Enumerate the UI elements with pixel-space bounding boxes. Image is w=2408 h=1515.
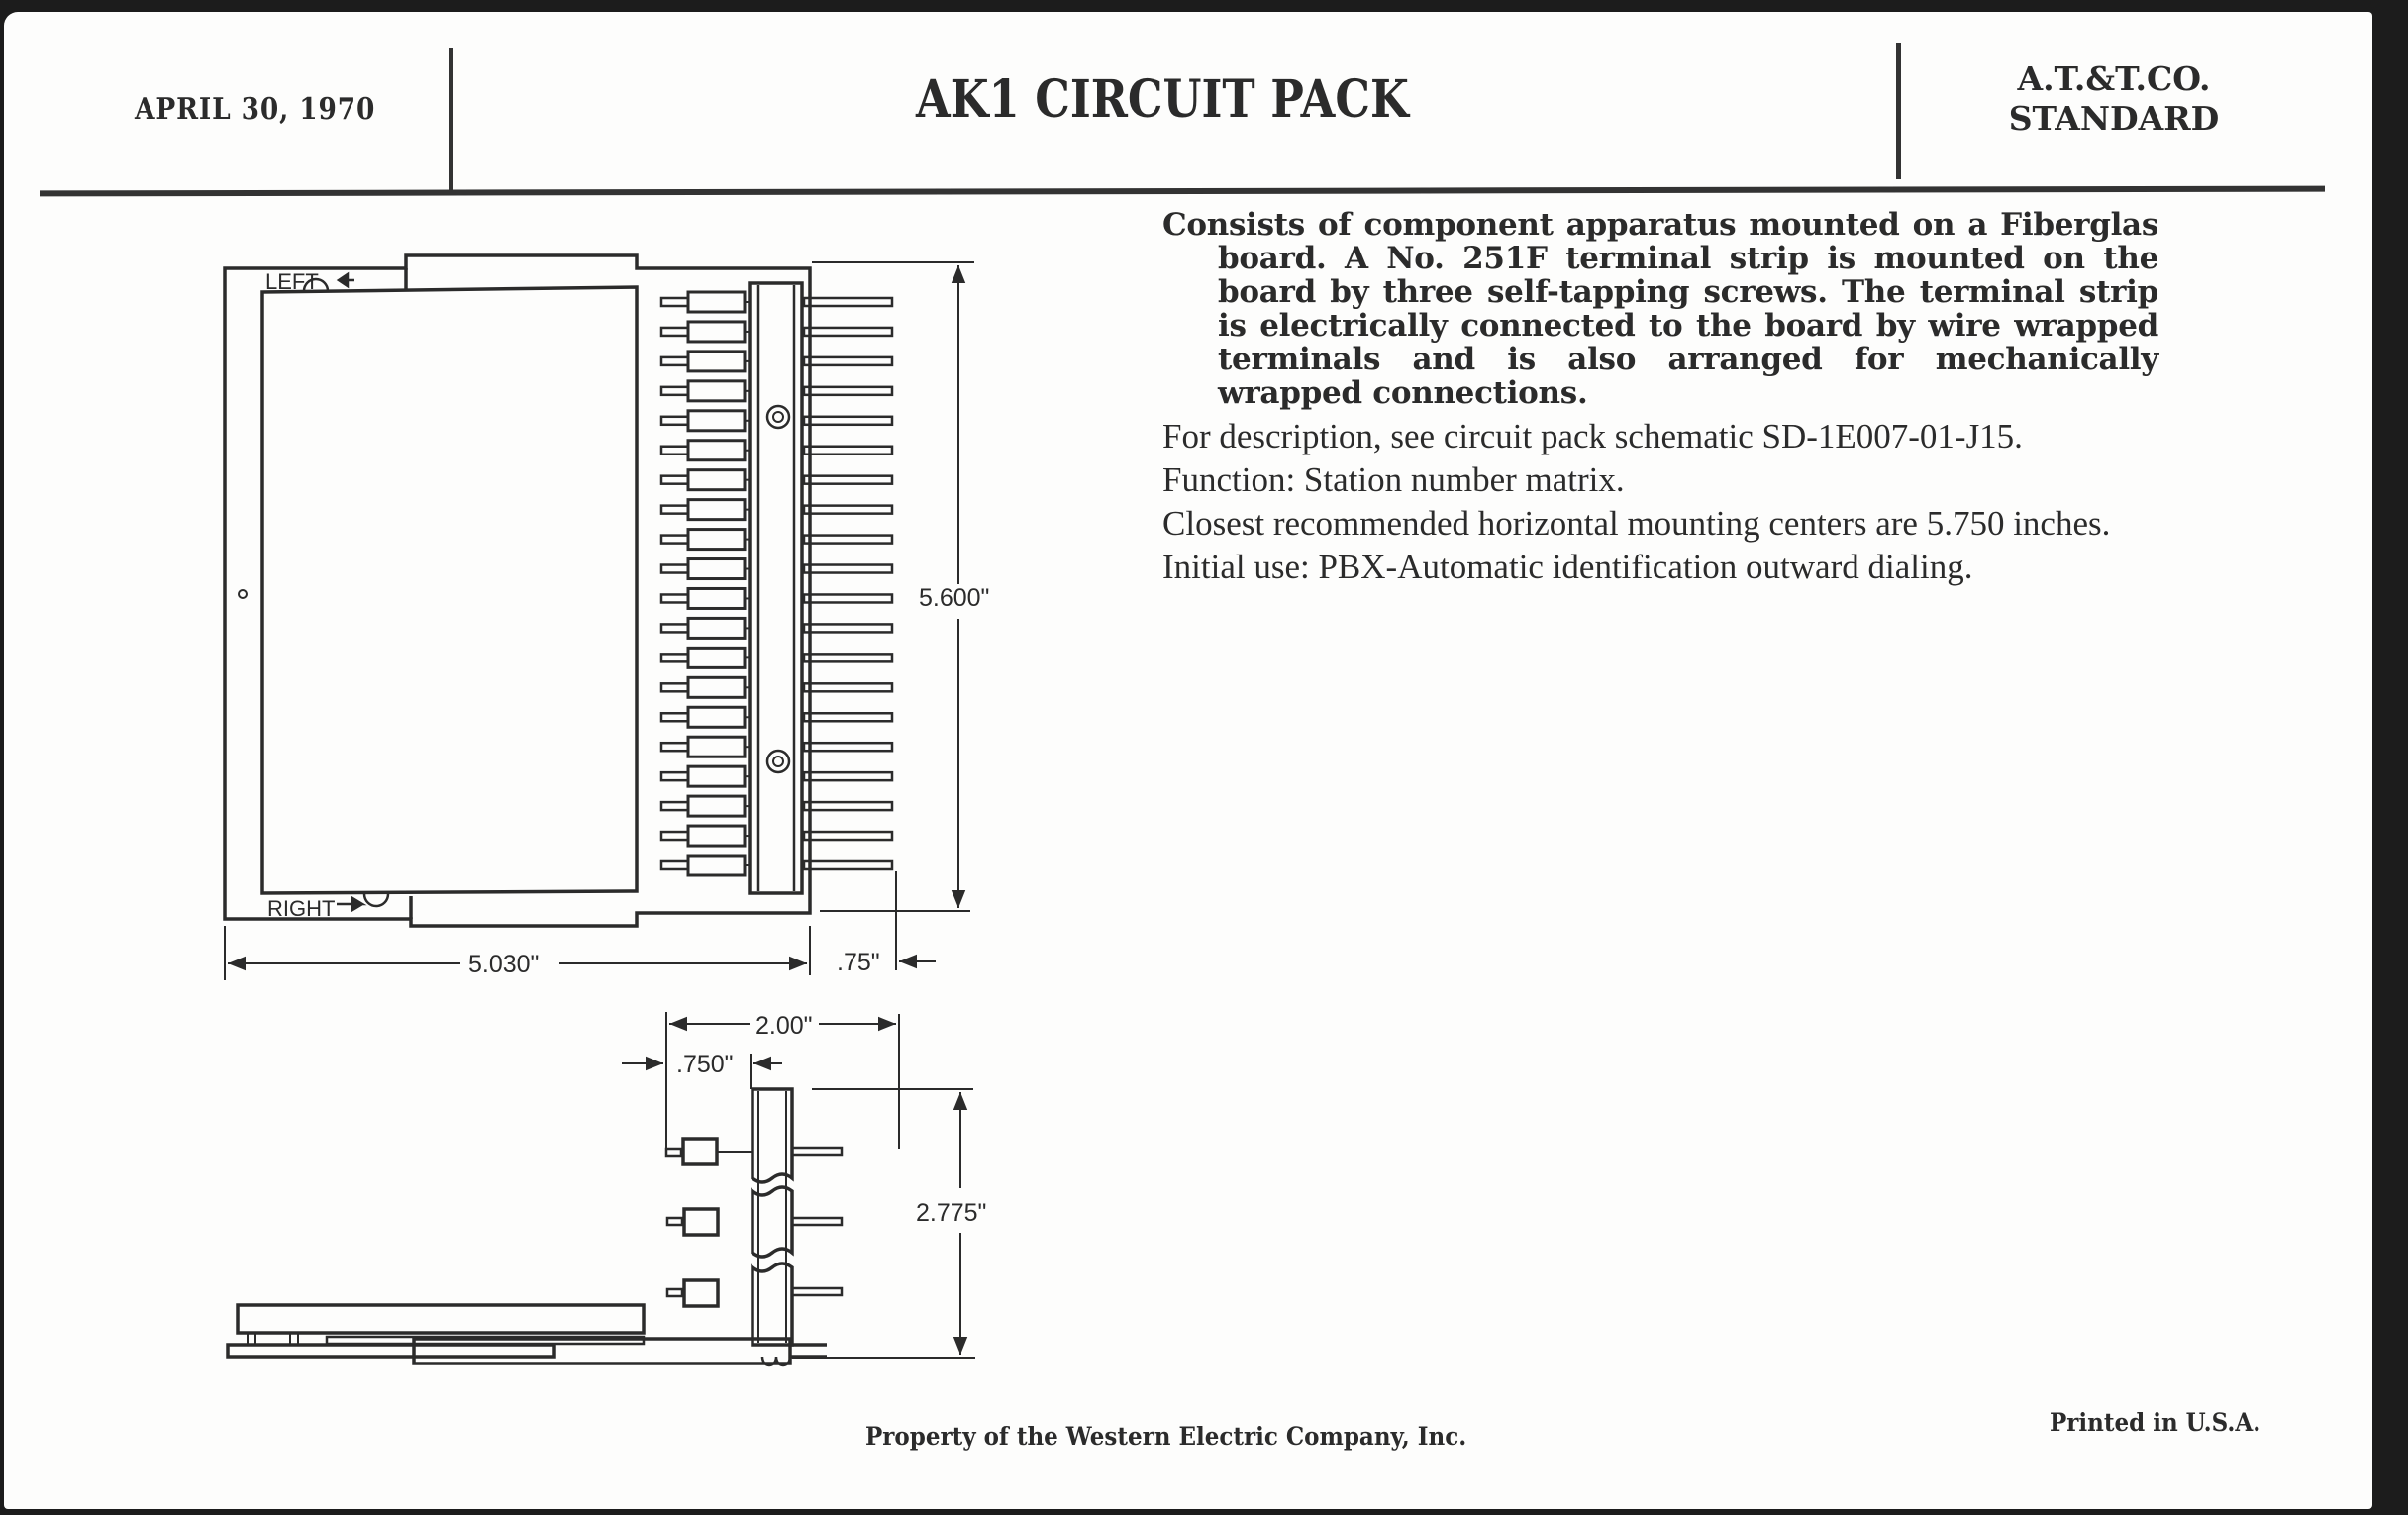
terminal-pin: [802, 770, 894, 782]
header-divider-left: [449, 48, 453, 191]
dimension-side-overall: [665, 1012, 900, 1149]
header-divider-right: [1896, 43, 1901, 179]
terminal-pin: [802, 474, 894, 485]
dimension-width: [224, 926, 811, 980]
component-cover: [260, 285, 639, 895]
component: [659, 675, 750, 699]
page-title: AK1 CIRCUIT PACK: [916, 69, 1409, 130]
dimension-side-height-label: 2.775": [916, 1199, 986, 1227]
description-paragraph: Consists of component apparatus mounted …: [1162, 207, 2158, 411]
right-label: RIGHT: [267, 896, 335, 921]
component: [659, 764, 750, 788]
terminal-pin: [802, 830, 894, 842]
side-component-3: [665, 1278, 844, 1308]
side-component-2: [665, 1207, 844, 1237]
component: [659, 528, 750, 552]
component: [659, 794, 750, 818]
component: [659, 350, 750, 373]
dimension-side-height: [792, 1088, 975, 1359]
terminal-pin: [802, 385, 894, 397]
strip-screw-bottom: [765, 749, 791, 774]
function-paragraph: Function: Station number matrix.: [1162, 460, 1625, 499]
right-notch: [362, 893, 390, 908]
component: [659, 379, 750, 403]
description-paragraph: For description, see circuit pack schema…: [1162, 417, 2023, 455]
dimension-height-label: 5.600": [919, 584, 989, 612]
standard-line-1: A.T.&T.CO.: [2017, 59, 2211, 98]
component: [659, 586, 750, 610]
terminal-pin: [802, 712, 894, 723]
component: [659, 468, 750, 492]
component: [659, 735, 750, 758]
right-arrow-icon: [337, 895, 367, 913]
component-row: [659, 290, 750, 877]
dimension-terminal-length: [895, 871, 936, 970]
side-component-1: [664, 1137, 844, 1166]
component: [659, 557, 750, 581]
terminal-pin: [802, 415, 894, 427]
component: [659, 498, 750, 522]
mounting-hole: [238, 589, 248, 599]
terminal-pin: [802, 741, 894, 753]
terminal-pin: [802, 800, 894, 812]
terminal-pin: [802, 534, 894, 545]
left-notch: [302, 277, 330, 292]
side-view: [226, 1087, 844, 1367]
issue-date: APRIL 30, 1970: [135, 92, 376, 127]
component: [659, 616, 750, 640]
terminal-pin-row: [802, 296, 894, 871]
terminal-pin: [802, 326, 894, 338]
component: [659, 854, 750, 877]
footer-property: Property of the Western Electric Company…: [865, 1422, 1467, 1451]
standard-line-2: STANDARD: [2008, 99, 2220, 138]
terminal-pin: [802, 445, 894, 455]
terminal-pin: [802, 623, 894, 634]
spec-sheet-card: [4, 12, 2372, 1509]
left-label: LEFT: [265, 269, 319, 294]
component: [659, 646, 750, 669]
terminal-pin: [802, 563, 894, 574]
strip-screw-top: [765, 404, 791, 430]
side-board: [226, 1343, 556, 1359]
dimension-terminal-length-label: .75": [837, 949, 880, 976]
component: [659, 409, 750, 433]
standard-badge: A.T.&T.CO. STANDARD: [2000, 59, 2228, 139]
terminal-pin: [802, 593, 894, 604]
terminal-pin: [802, 653, 894, 663]
terminal-pin: [802, 355, 894, 367]
component: [659, 824, 750, 848]
component: [659, 290, 750, 314]
terminal-pin: [802, 859, 894, 871]
top-view: [223, 253, 812, 928]
terminal-pin: [802, 682, 894, 693]
initial-use-paragraph: Initial use: PBX-Automatic identificatio…: [1162, 548, 1973, 586]
component: [659, 705, 750, 729]
footer-printed: Printed in U.S.A.: [2050, 1408, 2261, 1437]
component: [659, 320, 750, 344]
description-block: Consists of component apparatus mounted …: [1162, 208, 2158, 594]
dimension-side-overall-label: 2.00": [755, 1012, 813, 1040]
mounting-paragraph: Closest recommended horizontal mounting …: [1162, 504, 2111, 543]
dimension-side-offset: [622, 1054, 782, 1089]
dimension-width-label: 5.030": [468, 951, 539, 978]
terminal-strip: [748, 281, 804, 895]
left-arrow-icon: [336, 271, 354, 289]
side-terminal-strip: [751, 1087, 794, 1184]
component: [659, 439, 750, 462]
terminal-pin: [802, 504, 894, 515]
dimension-side-offset-label: .750": [676, 1051, 734, 1078]
terminal-pin: [802, 296, 894, 308]
